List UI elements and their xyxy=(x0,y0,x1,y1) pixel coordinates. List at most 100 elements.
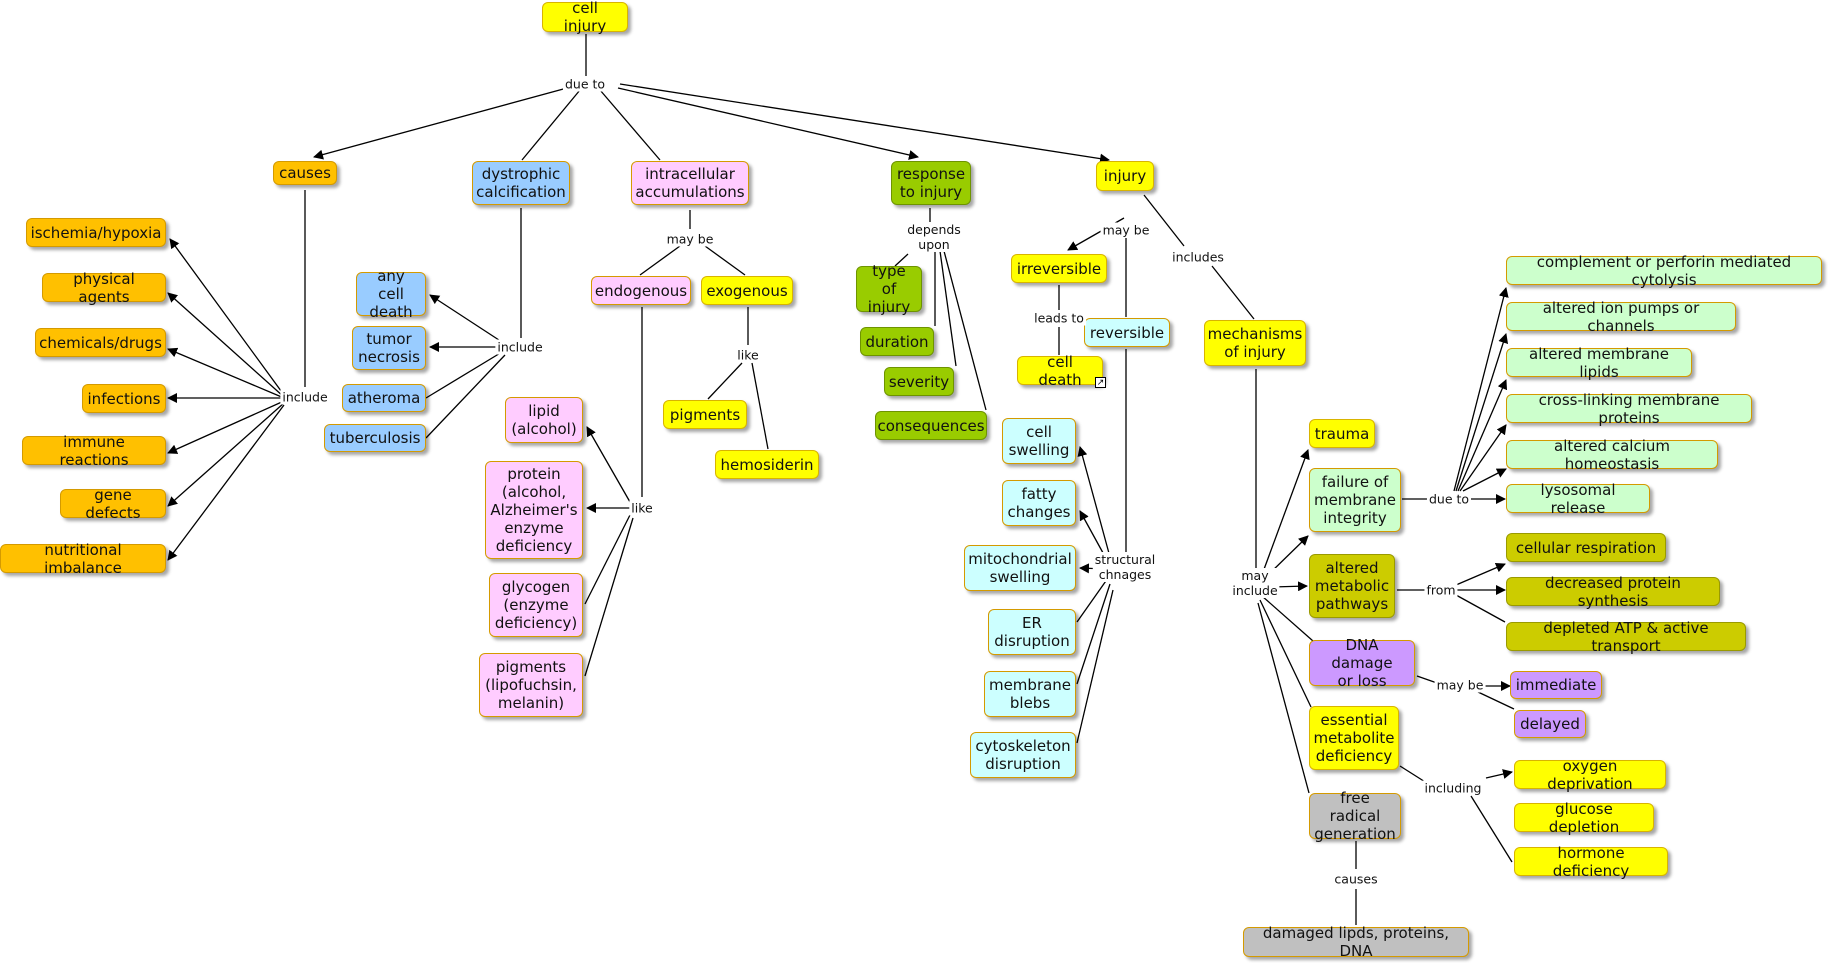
link-like-endogenous: like xyxy=(629,500,655,516)
concept-hormone-deficiency[interactable]: hormone deficiency xyxy=(1514,844,1668,880)
concept-consequences[interactable]: consequences xyxy=(875,411,987,440)
concept-pigments[interactable]: pigments xyxy=(663,400,747,429)
concept-mechanisms-of-injury[interactable]: mechanisms of injury xyxy=(1204,320,1306,366)
connector-52 xyxy=(1261,595,1314,642)
connector-13 xyxy=(167,404,285,561)
concept-exogenous[interactable]: exogenous xyxy=(701,276,793,305)
concept-er-disruption[interactable]: ER disruption xyxy=(988,609,1076,655)
connector-5 xyxy=(619,83,1110,164)
connector-65 xyxy=(1455,594,1506,623)
link-may-include: may include xyxy=(1230,568,1280,598)
concept-ischemia-hypoxia[interactable]: ischemia/hypoxia xyxy=(26,218,166,247)
link-may-be-injury: may be xyxy=(1100,222,1152,238)
concept-fatty-changes[interactable]: fatty changes xyxy=(1002,480,1076,526)
concept-atheroma[interactable]: atheroma xyxy=(342,384,426,412)
concept-failure-membrane-integrity[interactable]: failure of membrane integrity xyxy=(1309,468,1401,532)
concept-physical-agents[interactable]: physical agents xyxy=(42,270,166,306)
concept-protein[interactable]: protein (alcohol, Alzheimer's enzyme def… xyxy=(485,461,583,559)
link-may-be-accumulations: may be xyxy=(664,231,716,247)
concept-immune-reactions[interactable]: immune reactions xyxy=(22,433,166,469)
link-causes-free-radical: causes xyxy=(1332,871,1380,887)
concept-infections[interactable]: infections xyxy=(82,384,166,413)
connector-11 xyxy=(167,400,285,454)
concept-injury[interactable]: injury xyxy=(1096,161,1154,191)
link-leads-to: leads to xyxy=(1032,310,1086,326)
concept-cellular-respiration[interactable]: cellular respiration xyxy=(1506,533,1666,562)
connector-57 xyxy=(1453,287,1509,492)
concept-response-to-injury[interactable]: response to injury xyxy=(891,161,971,205)
connector-20 xyxy=(639,245,681,276)
concept-altered-metabolic-pathways[interactable]: altered metabolic pathways xyxy=(1309,554,1395,618)
concept-oxygen-deprivation[interactable]: oxygen deprivation xyxy=(1514,757,1666,793)
concept-cell-swelling[interactable]: cell swelling xyxy=(1002,418,1076,464)
concept-altered-membrane-lipids[interactable]: altered membrane lipids xyxy=(1506,345,1692,381)
connector-4 xyxy=(617,87,919,160)
concept-free-radical-generation[interactable]: free radical generation xyxy=(1309,789,1401,843)
concept-irreversible[interactable]: irreversible xyxy=(1011,254,1107,283)
concept-altered-calcium[interactable]: altered calcium homeostasis xyxy=(1506,437,1718,473)
link-depends-upon: depends upon xyxy=(905,222,963,252)
concept-cell-death[interactable]: cell death xyxy=(1017,353,1103,389)
concept-cytoskeleton-disruption[interactable]: cytoskeleton disruption xyxy=(970,732,1076,778)
concept-type-of-injury[interactable]: type of injury xyxy=(856,262,922,316)
concept-immediate[interactable]: immediate xyxy=(1510,671,1602,699)
concept-tumor-necrosis[interactable]: tumor necrosis xyxy=(352,326,426,370)
concept-glucose-depletion[interactable]: glucose depletion xyxy=(1514,800,1654,836)
concept-membrane-blebs[interactable]: membrane blebs xyxy=(984,671,1076,717)
link-may-be-dna: may be xyxy=(1434,677,1486,693)
concept-trauma[interactable]: trauma xyxy=(1309,419,1375,448)
concept-pigments-lipofuchsin[interactable]: pigments (lipofuchsin, melanin) xyxy=(479,653,583,717)
concept-reversible[interactable]: reversible xyxy=(1084,318,1170,347)
connector-68 xyxy=(1477,691,1515,710)
link-include-causes: include xyxy=(280,389,330,405)
concept-intracellular-accumulations[interactable]: intracellular accumulations xyxy=(631,161,749,205)
connector-59 xyxy=(1457,379,1508,492)
concept-nutritional-imbalance[interactable]: nutritional imbalance xyxy=(0,541,166,577)
concept-chemicals-drugs[interactable]: chemicals/drugs xyxy=(35,328,166,357)
connector-39 xyxy=(1143,194,1185,247)
connector-2 xyxy=(521,89,581,161)
concept-severity[interactable]: severity xyxy=(884,367,954,396)
connector-60 xyxy=(1459,424,1507,492)
concept-glycogen[interactable]: glycogen (enzyme deficiency) xyxy=(489,573,583,637)
external-link-icon[interactable]: ↗ xyxy=(1095,377,1106,388)
connector-23 xyxy=(707,362,743,400)
concept-complement-perforin[interactable]: complement or perforin mediated cytolysi… xyxy=(1506,253,1822,289)
concept-hemosiderin[interactable]: hemosiderin xyxy=(715,450,819,479)
connector-40 xyxy=(1211,265,1255,320)
connector-47 xyxy=(1076,589,1114,744)
connector-53 xyxy=(1259,599,1312,708)
concept-tuberculosis[interactable]: tuberculosis xyxy=(324,424,426,452)
concept-mitochondrial-swelling[interactable]: mitochondrial swelling xyxy=(964,545,1076,591)
concept-gene-defects[interactable]: gene defects xyxy=(60,486,166,522)
connector-58 xyxy=(1455,333,1509,492)
concept-any-cell-death[interactable]: any cell death xyxy=(356,267,426,321)
concept-decreased-protein-synthesis[interactable]: decreased protein synthesis xyxy=(1506,574,1720,610)
concept-causes[interactable]: causes xyxy=(273,161,337,185)
concept-endogenous[interactable]: endogenous xyxy=(591,276,691,305)
concept-cell-injury[interactable]: cell injury xyxy=(542,0,628,35)
connector-42 xyxy=(1077,446,1111,558)
connector-54 xyxy=(1257,602,1310,794)
connector-15 xyxy=(429,294,503,343)
concept-essential-metabolite-deficiency[interactable]: essential metabolite deficiency xyxy=(1309,706,1399,770)
concept-delayed[interactable]: delayed xyxy=(1514,710,1586,738)
concept-depleted-atp[interactable]: depleted ATP & active transport xyxy=(1506,619,1746,655)
connector-18 xyxy=(425,354,506,439)
connector-12 xyxy=(167,402,285,507)
concept-duration[interactable]: duration xyxy=(860,327,934,356)
link-due-to: due to xyxy=(562,76,608,92)
connector-7 xyxy=(169,238,285,396)
connector-45 xyxy=(1076,577,1109,623)
concept-altered-ion-pumps[interactable]: altered ion pumps or channels xyxy=(1506,299,1736,335)
concept-damaged-lipids[interactable]: damaged lipds, proteins, DNA xyxy=(1243,924,1469,960)
concept-cross-linking[interactable]: cross-linking membrane proteins xyxy=(1506,391,1752,427)
concept-lysosomal-release[interactable]: lysosomal release xyxy=(1506,481,1650,517)
concept-dna-damage[interactable]: DNA damage or loss xyxy=(1309,636,1415,690)
concept-dystrophic-calcification[interactable]: dystrophic calcification xyxy=(472,161,570,205)
concept-lipid-alcohol[interactable]: lipid (alcohol) xyxy=(505,397,583,443)
connector-70 xyxy=(1485,769,1513,779)
connector-34 xyxy=(943,250,987,411)
link-due-to-membrane: due to xyxy=(1426,491,1472,507)
